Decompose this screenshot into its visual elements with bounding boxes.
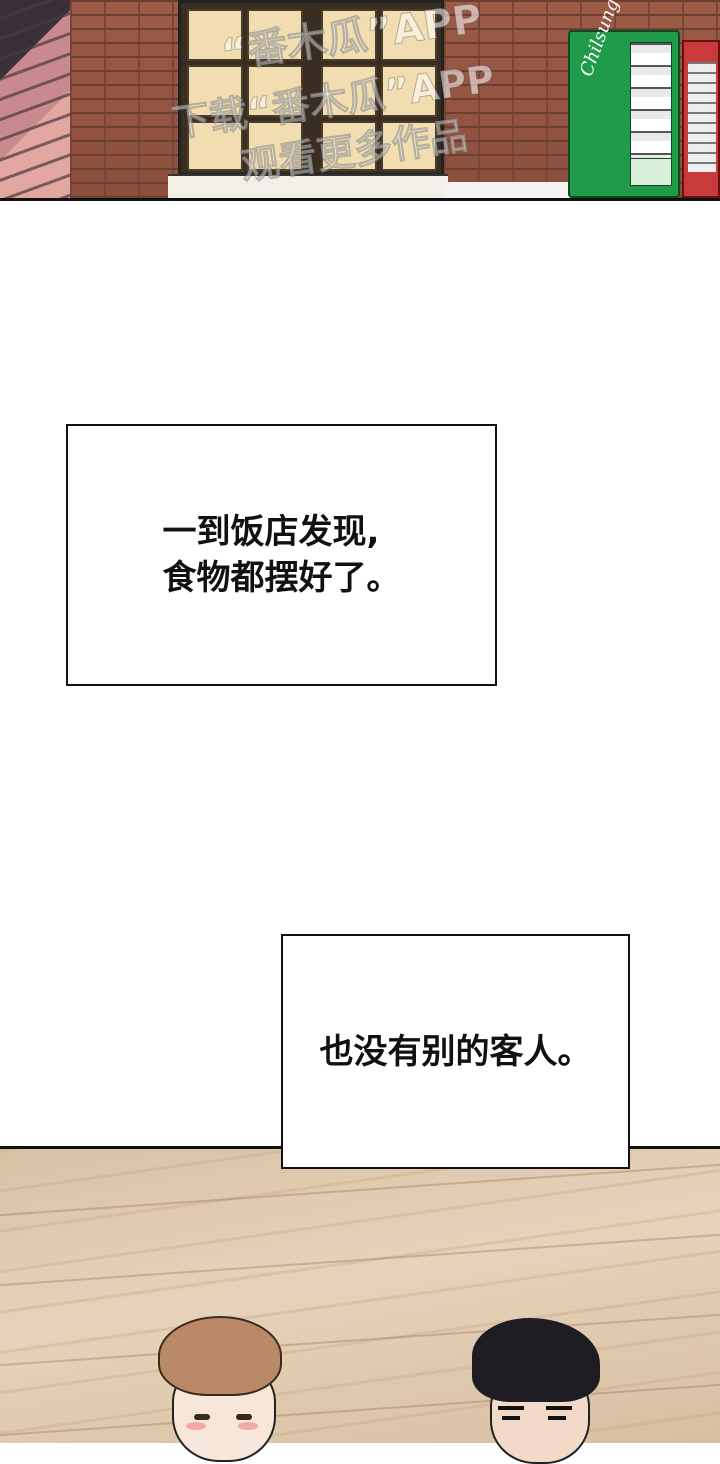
- window-sill: [168, 174, 448, 198]
- floor-plank-line: [0, 1312, 720, 1368]
- restaurant-window: [178, 0, 444, 176]
- vending-display: [630, 42, 672, 164]
- green-vending-machine: Chilsung Cider: [568, 0, 680, 198]
- vending-tray: [630, 158, 672, 186]
- character-eyebrow: [498, 1406, 524, 1410]
- character-brown-hair: [158, 1316, 288, 1462]
- red-vending-machine: [682, 40, 720, 198]
- caption-1-line-2: 食物都摆好了。: [162, 558, 401, 598]
- top-scene-panel: Chilsung Cider “番木瓜”APP 下载“番木瓜”APP 观看更多作…: [0, 0, 720, 201]
- character-hair: [158, 1316, 282, 1396]
- caption-2-line-1: 也没有别的客人。: [319, 1031, 592, 1072]
- character-black-hair: [472, 1318, 602, 1464]
- snow-patch: [444, 182, 574, 198]
- character-eye: [548, 1416, 566, 1420]
- staircase-railing: [0, 0, 70, 198]
- character-blush: [238, 1422, 258, 1430]
- character-hair: [472, 1318, 600, 1402]
- caption-2-text: 也没有别的客人。: [320, 1029, 592, 1075]
- character-eye: [194, 1414, 210, 1420]
- character-blush: [186, 1422, 206, 1430]
- vending-display-red: [688, 62, 716, 172]
- caption-1-text: 一到饭店发现, 食物都摆好了。: [163, 509, 401, 601]
- character-eye: [236, 1414, 252, 1420]
- caption-box-1: 一到饭店发现, 食物都摆好了。: [66, 424, 497, 686]
- floor-plank-line: [0, 1382, 720, 1438]
- floor-plank-line: [0, 1232, 720, 1288]
- character-eyebrow: [546, 1406, 572, 1410]
- caption-1-line-1: 一到饭店发现,: [162, 512, 380, 552]
- caption-box-2: 也没有别的客人。: [281, 934, 630, 1169]
- bottom-scene-panel: [0, 1146, 720, 1443]
- character-eye: [502, 1416, 520, 1420]
- floor-plank-line: [0, 1162, 720, 1218]
